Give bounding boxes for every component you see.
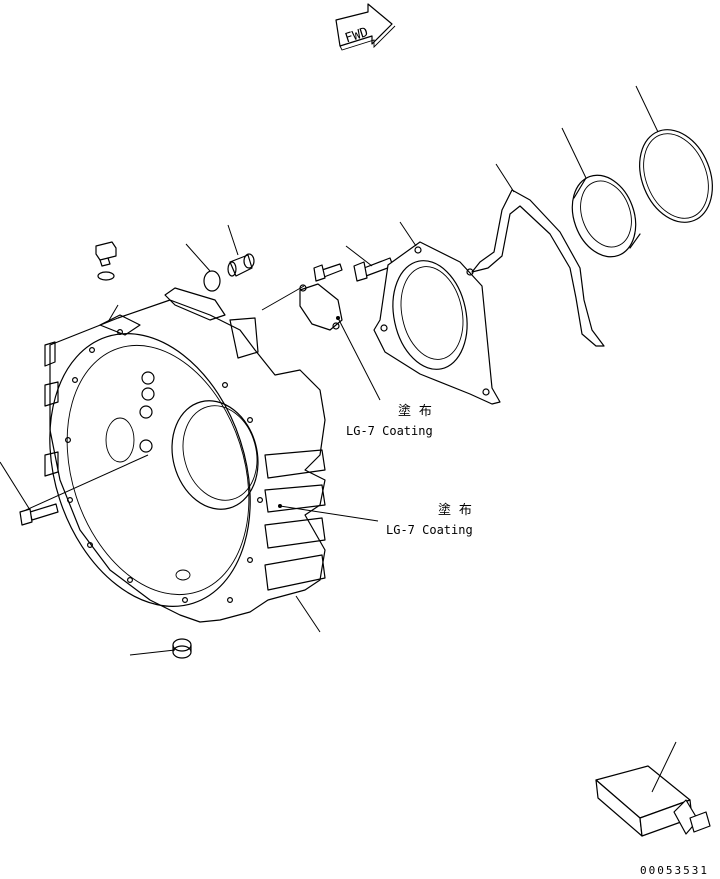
- washer-part: [203, 270, 221, 292]
- installation-tool-part: [595, 765, 711, 837]
- callout-2-jp: 塗 布: [438, 502, 472, 518]
- side-bolt-part: [19, 503, 59, 526]
- drain-plug-part: [172, 638, 192, 659]
- flange-bolt-part: [353, 257, 394, 282]
- bolt-part: [313, 263, 343, 282]
- leader-lines: [0, 85, 677, 793]
- flywheel-housing: [44, 287, 326, 623]
- callout-1-jp: 塗 布: [398, 403, 432, 419]
- seal-housing-part: [373, 241, 501, 405]
- fwd-arrow-icon: FWD: [335, 3, 396, 51]
- plug-bolt-part: [95, 241, 117, 267]
- oil-seal-part: [571, 174, 641, 258]
- o-ring-part: [97, 271, 115, 281]
- flange-bolt-holes: [64, 329, 264, 603]
- coating-callout-2: 塗 布 LG-7 Coating: [386, 502, 473, 537]
- callout-2-en: LG-7 Coating: [386, 523, 473, 537]
- large-o-ring-part: [639, 129, 713, 223]
- callout-1-en: LG-7 Coating: [346, 424, 433, 438]
- gasket-part: [471, 189, 605, 347]
- cover-plate-part: [299, 283, 343, 331]
- coating-callout-1: 塗 布 LG-7 Coating: [346, 403, 433, 438]
- fwd-label: FWD: [343, 25, 370, 47]
- plug-part: [227, 253, 255, 277]
- figure-number: 00053531: [640, 864, 709, 877]
